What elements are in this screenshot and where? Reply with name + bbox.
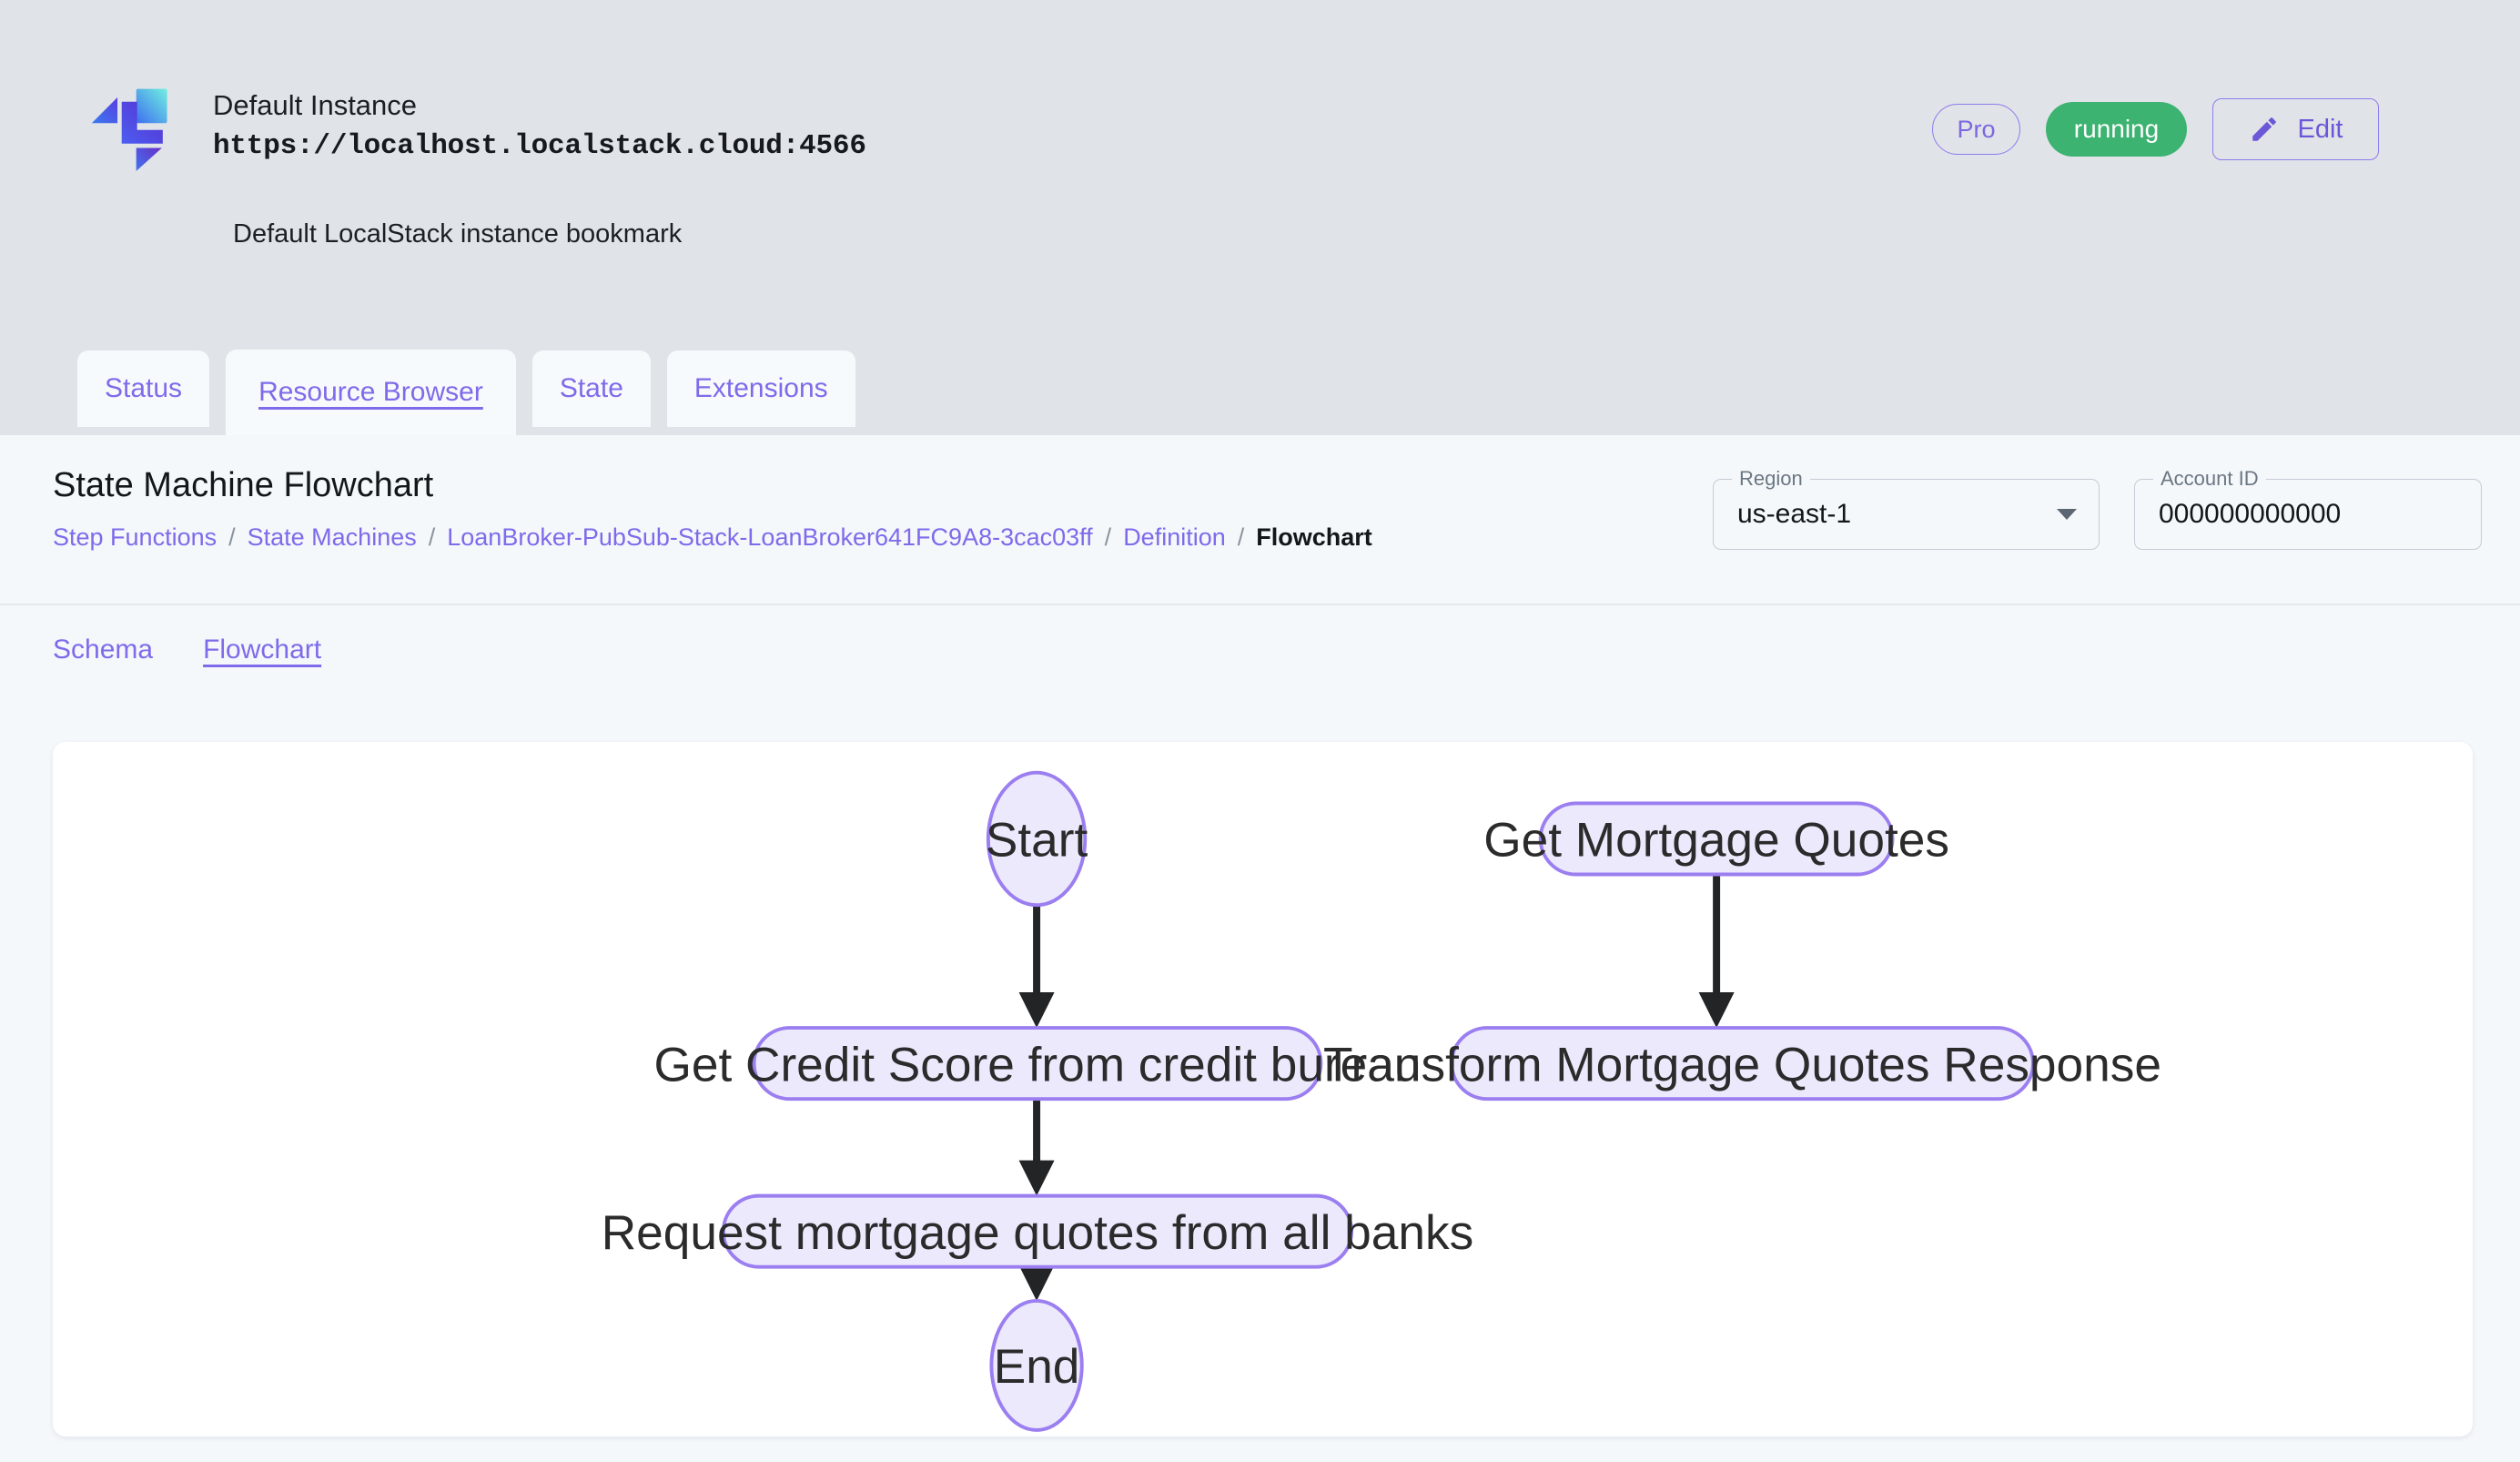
chevron-down-icon[interactable]	[2057, 509, 2077, 520]
breadcrumb-separator: /	[228, 523, 236, 551]
flowchart-node-end-label: End	[994, 1340, 1080, 1394]
flowchart-node-request-quotes[interactable]: Request mortgage quotes from all banks	[602, 1193, 1473, 1269]
breadcrumb-item-state-machine-name[interactable]: LoanBroker-PubSub-Stack-LoanBroker641FC9…	[447, 523, 1093, 551]
view-subtabs: Schema Flowchart	[53, 631, 321, 672]
flowchart-node-get-mortgage-quotes[interactable]: Get Mortgage Quotes	[1483, 801, 1949, 877]
flowchart-node-end[interactable]: End	[989, 1298, 1084, 1432]
flowchart-node-transform-response[interactable]: Transform Mortgage Quotes Response	[1323, 1026, 2161, 1102]
account-id-field[interactable]: Account ID 000000000000	[2134, 467, 2482, 550]
edit-button[interactable]: Edit	[2212, 98, 2379, 160]
flowchart-node-get-mortgage-quotes-label: Get Mortgage Quotes	[1483, 814, 1949, 868]
view-subtabs-bar: Schema Flowchart	[0, 605, 2520, 719]
edge-start-to-credit	[1018, 905, 1055, 1029]
instance-url: https://localhost.localstack.cloud:4566	[213, 130, 866, 162]
instance-summary: Default Instance https://localhost.local…	[89, 80, 866, 173]
main-tabs: Status Resource Browser State Extensions	[77, 335, 855, 435]
localstack-logo-icon	[91, 88, 167, 171]
account-id-label: Account ID	[2153, 467, 2266, 491]
breadcrumb-item-flowchart: Flowchart	[1256, 523, 1372, 551]
region-label: Region	[1732, 467, 1810, 491]
tab-extensions[interactable]: Extensions	[666, 350, 855, 427]
flowchart-node-request-quotes-label: Request mortgage quotes from all banks	[602, 1206, 1473, 1260]
tab-state[interactable]: State	[531, 350, 651, 427]
edit-button-label: Edit	[2297, 114, 2343, 144]
flowchart-node-start[interactable]: Start	[986, 770, 1088, 908]
flowchart-node-credit-score[interactable]: Get Credit Score from credit bureau	[653, 1026, 1421, 1102]
breadcrumb: Step Functions / State Machines / LoanBr…	[53, 520, 1372, 554]
instance-description: Default LocalStack instance bookmark	[233, 219, 683, 249]
flowchart-card: Start Get Credit Score from credit burea…	[53, 742, 2473, 1437]
edge-request-to-end	[1018, 1264, 1055, 1301]
subtab-schema[interactable]: Schema	[53, 635, 154, 665]
flowchart-node-credit-score-label: Get Credit Score from credit bureau	[653, 1038, 1421, 1091]
scope-fields: Region us-east-1 Account ID 000000000000	[1713, 467, 2482, 550]
tab-extensions-label: Extensions	[693, 373, 828, 403]
flowchart-node-transform-response-label: Transform Mortgage Quotes Response	[1323, 1038, 2161, 1091]
instance-header: Default Instance https://localhost.local…	[0, 0, 2520, 435]
tab-status-label: Status	[105, 373, 183, 403]
instance-name: Default Instance	[213, 89, 418, 121]
tab-status[interactable]: Status	[77, 350, 210, 427]
tab-resource-browser-label: Resource Browser	[258, 377, 483, 407]
status-badge[interactable]: running	[2046, 102, 2187, 157]
flowchart-node-start-label: Start	[986, 814, 1088, 868]
edge-credit-to-request	[1018, 1099, 1055, 1196]
breadcrumb-item-definition[interactable]: Definition	[1123, 523, 1226, 551]
breadcrumb-separator: /	[1237, 523, 1245, 551]
account-id-value: 000000000000	[2159, 499, 2342, 529]
header-controls: Pro running Edit	[1932, 98, 2379, 160]
flowchart-canvas[interactable]: Start Get Credit Score from credit burea…	[53, 742, 2473, 1437]
flowchart-edges	[1018, 874, 1735, 1301]
tab-resource-browser[interactable]: Resource Browser	[226, 350, 516, 435]
edge-quotes-to-transform	[1698, 874, 1735, 1029]
region-select[interactable]: Region us-east-1	[1713, 467, 2100, 550]
pro-badge[interactable]: Pro	[1932, 104, 2020, 155]
page-title: State Machine Flowchart	[53, 466, 434, 504]
breadcrumb-item-step-functions[interactable]: Step Functions	[53, 523, 218, 551]
breadcrumb-separator: /	[428, 523, 436, 551]
pencil-icon	[2252, 117, 2276, 141]
breadcrumb-item-state-machines[interactable]: State Machines	[247, 523, 417, 551]
subtab-flowchart[interactable]: Flowchart	[203, 635, 322, 665]
tab-state-label: State	[559, 373, 623, 403]
breadcrumb-separator: /	[1104, 523, 1112, 551]
page-header-bar: State Machine Flowchart Step Functions /…	[0, 435, 2520, 605]
region-value: us-east-1	[1737, 499, 1852, 529]
header-divider	[0, 604, 2520, 605]
